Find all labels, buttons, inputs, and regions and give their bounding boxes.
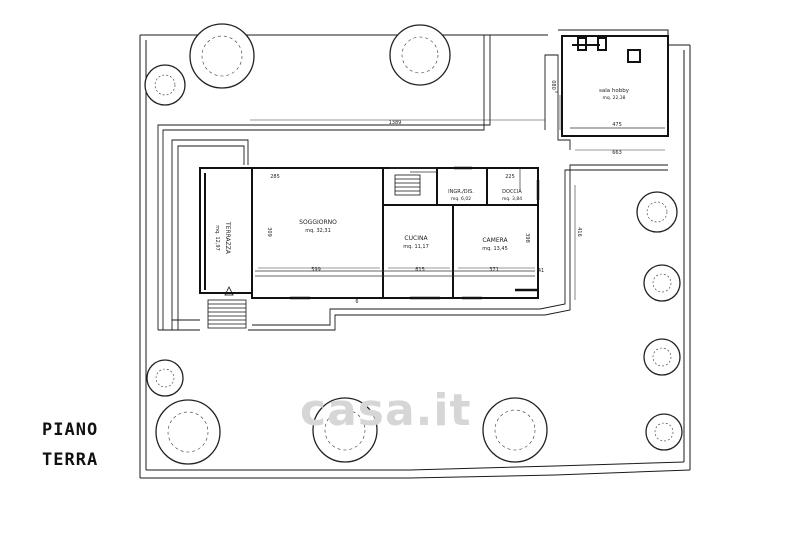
house-inner-lines	[255, 167, 535, 277]
tree-icon	[146, 359, 184, 397]
windows	[290, 166, 540, 300]
dimension-label: 663	[612, 150, 622, 156]
dimension-label: 080	[550, 80, 556, 90]
dimension-label: 225	[505, 174, 515, 180]
dimension-label: 815	[415, 267, 425, 273]
room-area-ingresso: mq. 6,02	[451, 196, 471, 202]
dimension-label: 6	[355, 299, 358, 305]
watermark: casa.it	[300, 385, 472, 436]
drawing-title-line1: PIANO	[42, 420, 99, 440]
dimension-label: 309	[266, 227, 272, 237]
tree-icon	[482, 397, 548, 463]
dimension-label: 475	[612, 122, 622, 128]
room-area-terrazza: mq. 12,97	[214, 225, 220, 251]
dimension-label: 41	[538, 268, 544, 274]
tree-icon	[144, 64, 186, 106]
room-area-camera: mq. 13,45	[482, 246, 508, 252]
tree-icon	[389, 24, 451, 86]
room-name-sala-hobby: sala hobby	[599, 88, 630, 94]
dimension-label: 416	[576, 227, 582, 237]
tree-textures	[154, 35, 674, 453]
tree-icon	[189, 23, 255, 89]
tree-icon	[636, 191, 678, 233]
dimension-lines	[250, 95, 665, 300]
room-name-camera: CAMERA	[482, 237, 508, 244]
dimension-label: 371	[489, 267, 499, 273]
room-area-cucina: mq. 11,17	[403, 244, 429, 250]
drawing-title-line2: TERRA	[42, 450, 99, 470]
house-walls	[199, 167, 539, 299]
room-area-doccia: mq. 3,84	[502, 196, 522, 202]
stair-hatching	[207, 174, 421, 329]
tree-icon	[643, 264, 681, 302]
room-area-soggiorno: mq. 32,31	[305, 228, 331, 234]
sala-hobby-building	[561, 35, 669, 137]
dimension-label: 1389	[389, 120, 402, 126]
dimension-label: 285	[270, 174, 280, 180]
dimension-label: 599	[311, 267, 321, 273]
room-name-soggiorno: SOGGIORNO	[299, 219, 337, 226]
room-name-cucina: CUCINA	[404, 235, 428, 242]
room-name-terrazza: TERRAZZA	[224, 221, 231, 255]
dimension-label: 398	[524, 233, 530, 243]
tree-icon	[643, 338, 681, 376]
trees	[144, 23, 683, 465]
tree-icon	[312, 397, 378, 463]
garden-paths	[157, 35, 668, 331]
tree-icon	[155, 399, 221, 465]
room-name-ingresso: INGR./DIS.	[448, 189, 474, 195]
tree-icon	[645, 413, 683, 451]
room-area-sala-hobby: mq. 22,38	[603, 95, 626, 101]
property-boundary	[139, 29, 691, 479]
sala-hobby-inner	[555, 91, 665, 129]
room-name-doccia: DOCCIA	[502, 189, 522, 195]
